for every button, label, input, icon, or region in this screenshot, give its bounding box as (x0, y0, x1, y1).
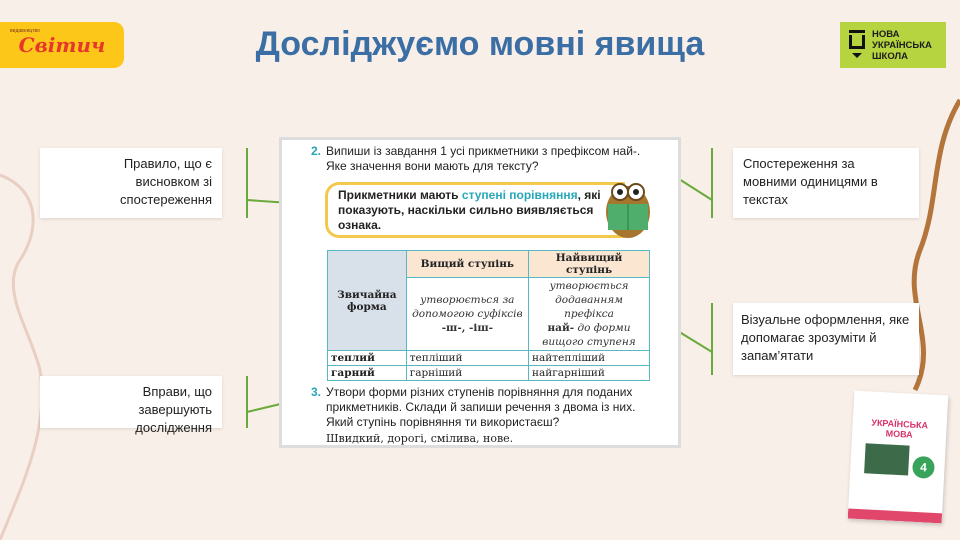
callout-rule: Правило, що є висновком зі спостереження (40, 148, 222, 218)
textbook-cover: УКРАЇНСЬКА МОВА 4 (847, 390, 949, 524)
callout-visual: Візуальне оформлення, яке допомагає зроз… (733, 303, 919, 375)
nus-logo: НОВА УКРАЇНСЬКА ШКОЛА (840, 22, 946, 68)
textbook-excerpt: 2. Випиши із завдання 1 усі прикметники … (279, 137, 681, 448)
svitych-logo: видавництво Світич (0, 22, 124, 68)
callout-exercises: Вправи, що завершують дослідження (40, 376, 222, 435)
divider (246, 376, 248, 428)
nus-emblem-icon (848, 30, 866, 60)
callout-observation: Спостереження за мовними одиницями в тек… (733, 148, 919, 218)
divider (246, 148, 248, 218)
task-3-words: Швидкий, дорогі, смілива, нове. (326, 432, 514, 445)
divider (711, 303, 713, 375)
page-title: Досліджуємо мовні явища (255, 25, 705, 63)
rule-box: Прикметники мають ступені порівняння, як… (325, 182, 625, 238)
owl-reading-icon (606, 183, 650, 238)
divider (711, 148, 713, 218)
blackboard-image (864, 443, 910, 476)
task-3: 3. Утвори форми різних ступенів порівнян… (311, 385, 636, 429)
task-2: 2. Випиши із завдання 1 усі прикметники … (311, 144, 641, 173)
